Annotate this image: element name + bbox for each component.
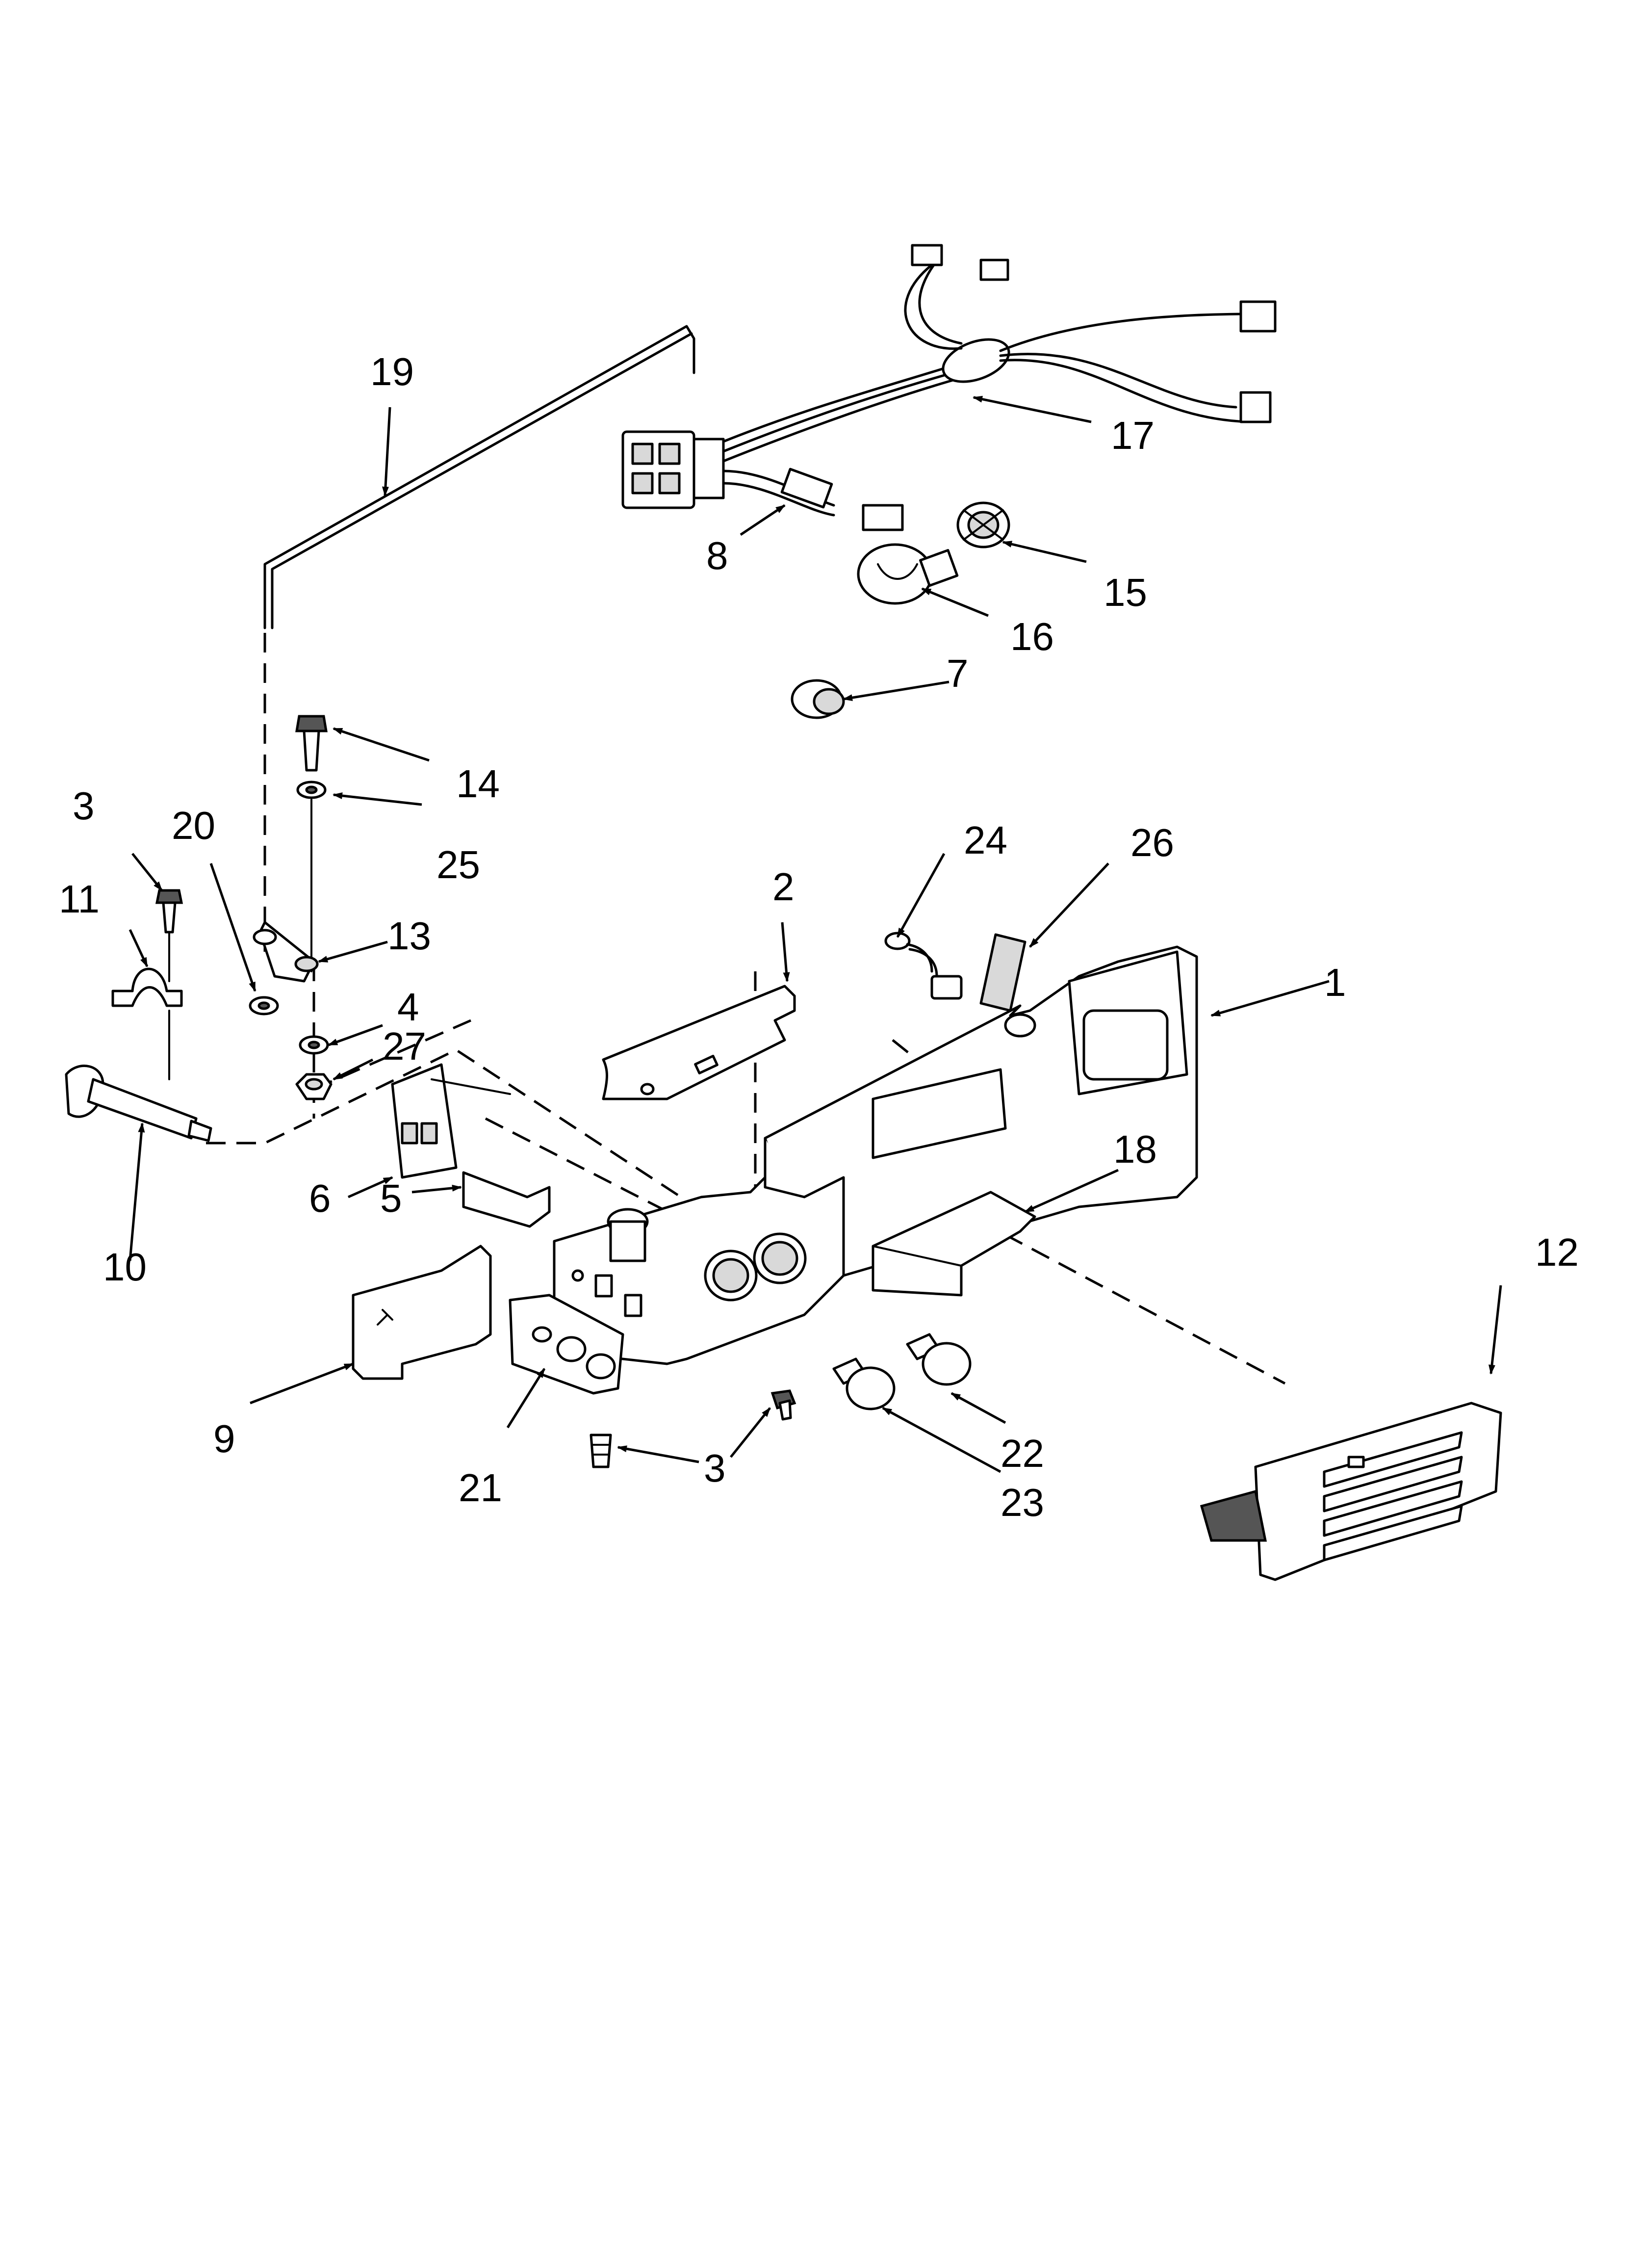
part-3-screw-lower	[770, 1389, 796, 1421]
callout-6: 6	[309, 1176, 331, 1220]
part-9-bracket	[352, 1245, 492, 1380]
callout-5: 5	[380, 1176, 402, 1220]
callout-20: 20	[172, 804, 215, 847]
part-11-clamp	[111, 967, 183, 1007]
callout-14: 14	[456, 762, 500, 806]
callout-17: 17	[1111, 414, 1155, 457]
part-12-grille	[1200, 1402, 1502, 1581]
callout-22: 22	[1001, 1432, 1044, 1475]
part-1-housing	[553, 945, 1198, 1365]
part-27-nut	[295, 1073, 333, 1100]
part-10-shaft	[65, 1065, 212, 1142]
callout-24: 24	[964, 818, 1007, 862]
callout-3-lower: 3	[704, 1446, 726, 1490]
callout-25: 25	[436, 843, 480, 886]
callout-4: 4	[397, 985, 419, 1029]
callout-27: 27	[383, 1024, 426, 1068]
part-24-sensor	[884, 932, 963, 1000]
part-2-cover	[602, 985, 796, 1100]
part-22-knob	[906, 1333, 972, 1386]
part-15-socket	[956, 501, 1010, 548]
part-4-washer	[299, 1035, 329, 1055]
part-16-bulb	[857, 543, 959, 605]
part-26-pad	[979, 933, 1026, 1012]
callout-3-upper: 3	[73, 784, 95, 828]
part-14-screw	[295, 715, 328, 772]
callout-19: 19	[370, 350, 414, 393]
part-7-plug	[791, 679, 845, 719]
part-5-pad	[462, 1171, 551, 1228]
screw-lower-left	[590, 1434, 612, 1468]
callout-10: 10	[103, 1245, 147, 1289]
callout-8: 8	[706, 534, 728, 577]
part-13-lever	[253, 921, 319, 983]
callout-2: 2	[772, 865, 795, 909]
part-6-switch	[391, 1063, 511, 1179]
callout-12: 12	[1535, 1230, 1579, 1274]
part-18-baffle	[872, 1191, 1036, 1297]
callout-18: 18	[1113, 1127, 1157, 1171]
part-3-screw-upper	[155, 889, 183, 934]
callout-15: 15	[1103, 571, 1147, 614]
part-17-wire-harness	[621, 244, 1277, 531]
callout-labels: 1 2 3 3 4 5 6 7 8 9 10 11 12 13 14 15 16…	[59, 350, 1579, 1524]
part-19-rod	[263, 325, 695, 629]
callout-23: 23	[1001, 1481, 1044, 1524]
callout-9: 9	[213, 1417, 235, 1460]
part-20-washer	[249, 996, 279, 1016]
callout-21: 21	[459, 1466, 502, 1510]
callout-7: 7	[947, 652, 969, 695]
callout-1: 1	[1324, 961, 1346, 1004]
part-23-knob	[832, 1357, 896, 1410]
callout-26: 26	[1130, 821, 1174, 864]
leader-lines	[128, 395, 1502, 1473]
callout-16: 16	[1010, 615, 1054, 658]
callout-13: 13	[387, 914, 431, 958]
callout-11: 11	[59, 877, 100, 921]
part-25-washer	[296, 781, 327, 799]
